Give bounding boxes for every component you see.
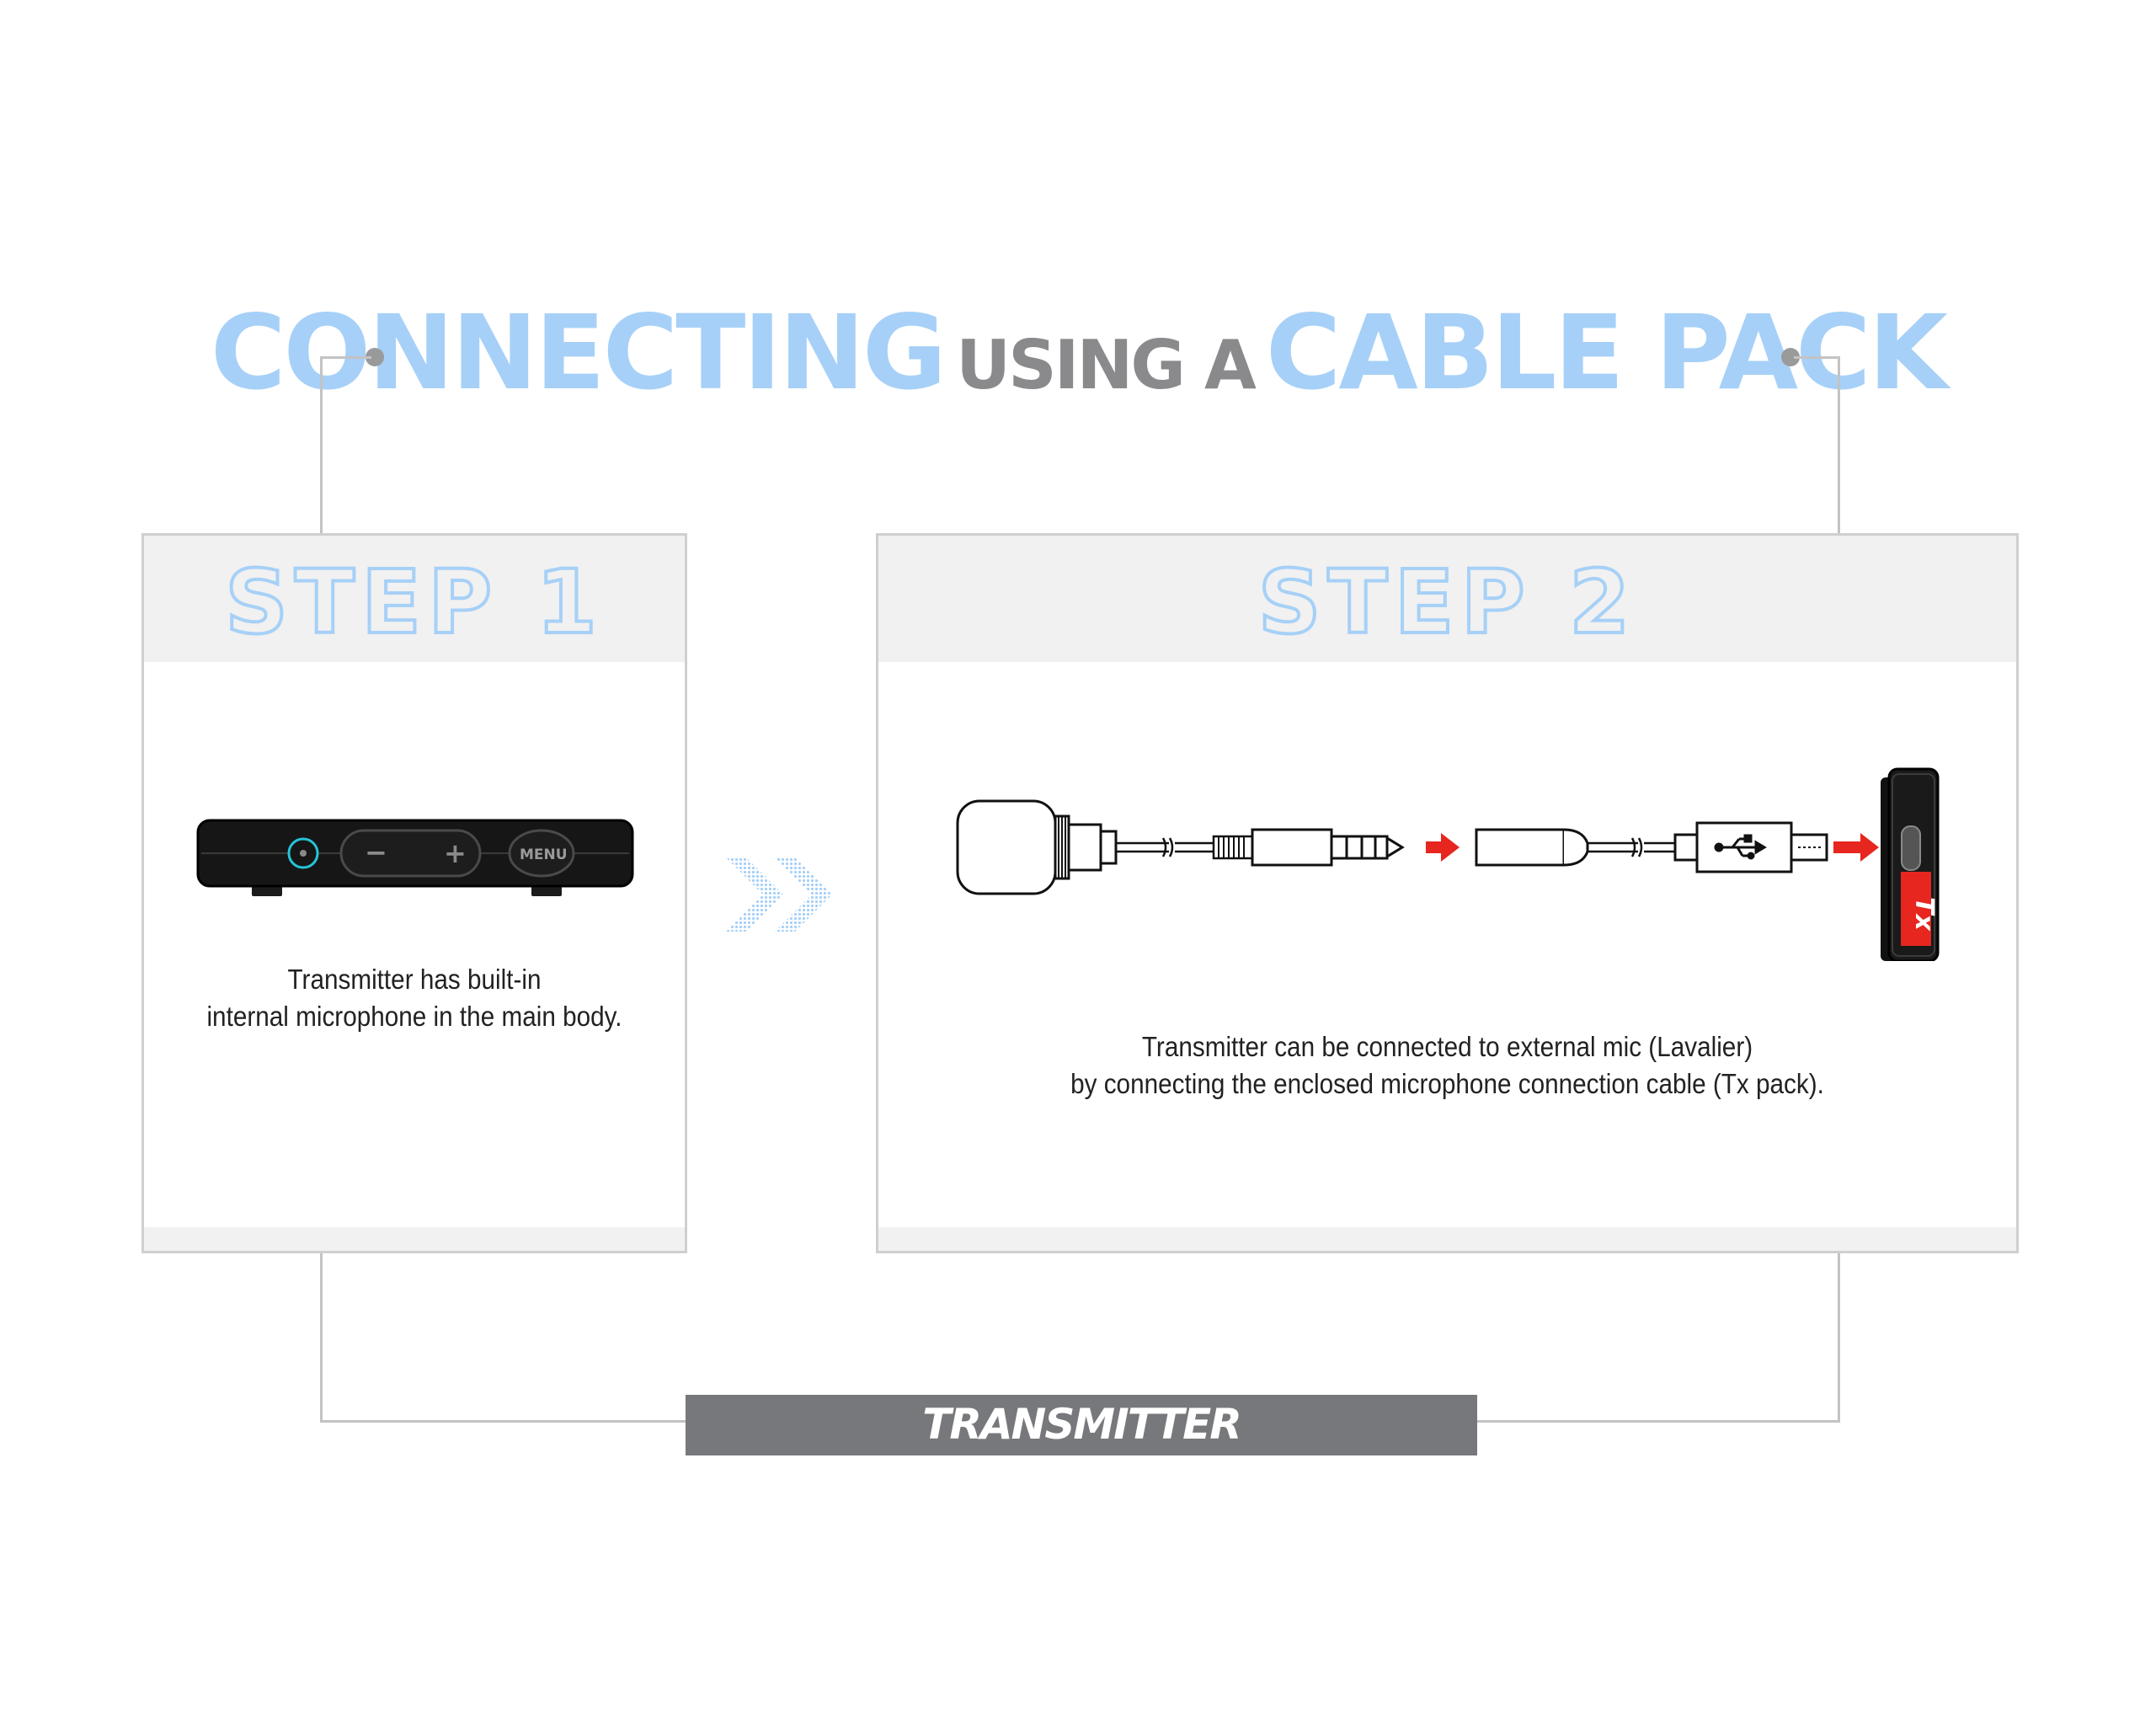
step2-footer [878, 1227, 2016, 1251]
transmitter-side-view: Tx [1881, 767, 1940, 961]
trrs-jack [1475, 828, 1566, 867]
title-cable-pack: CABLE PACK [1265, 293, 1948, 413]
tx-label: Tx [1909, 897, 1939, 932]
step1-label: STEP 1 [223, 549, 604, 655]
step1-panel: STEP 1 − + MENU Transmitter has built-in… [141, 533, 687, 1253]
menu-button [508, 829, 575, 878]
title-right-dot [1781, 348, 1800, 366]
right-bottom-connector [1838, 1252, 1840, 1422]
lavalier-mic-capsule [956, 799, 1057, 895]
title-right-connector [1794, 356, 1839, 359]
title-left-connector [321, 356, 371, 359]
step2-caption: Transmitter can be connected to external… [936, 1028, 1960, 1103]
tx-badge [1901, 872, 1931, 946]
minus-symbol: − [365, 836, 387, 868]
transmitter-footer-bar: TRANSMITTER [686, 1395, 1477, 1455]
step2-panel: STEP 2 [876, 533, 2019, 1253]
transmitter-device-illustration: − + MENU [196, 819, 634, 896]
insert-arrow-icon [1426, 833, 1460, 862]
menu-label: MENU [520, 846, 568, 863]
step2-caption-line2: by connecting the enclosed microphone co… [1070, 1068, 1824, 1099]
bottom-right-connector [1476, 1420, 1840, 1423]
next-step-chevrons-icon [726, 857, 832, 932]
step2-caption-line1: Transmitter can be connected to external… [1141, 1031, 1753, 1062]
step1-caption-line2: internal microphone in the main body. [206, 1001, 622, 1032]
trrs-plug [1251, 828, 1333, 867]
title-left-dot [366, 348, 384, 366]
transmitter-footer-label: TRANSMITTER [922, 1400, 1242, 1449]
left-top-connector [320, 356, 323, 535]
bottom-left-connector [320, 1420, 687, 1423]
usb-port [1901, 825, 1921, 871]
plug-in-arrow-icon [1833, 833, 1879, 862]
step2-label: STEP 2 [1257, 549, 1637, 655]
left-bottom-connector [320, 1252, 323, 1422]
step1-header: STEP 1 [144, 536, 685, 662]
step1-footer [144, 1227, 685, 1251]
cable-pack-illustration: Tx [956, 767, 1940, 961]
step2-header: STEP 2 [878, 536, 2016, 662]
title-using-a: USING A [956, 326, 1257, 404]
step1-caption: Transmitter has built-in internal microp… [171, 961, 658, 1035]
usb-icon [1714, 834, 1767, 860]
title-connecting: CONNECTING [210, 293, 947, 413]
plus-symbol: + [444, 837, 467, 869]
volume-rocker [339, 829, 482, 878]
step1-caption-line1: Transmitter has built-in [287, 964, 542, 995]
right-top-connector [1838, 356, 1840, 535]
